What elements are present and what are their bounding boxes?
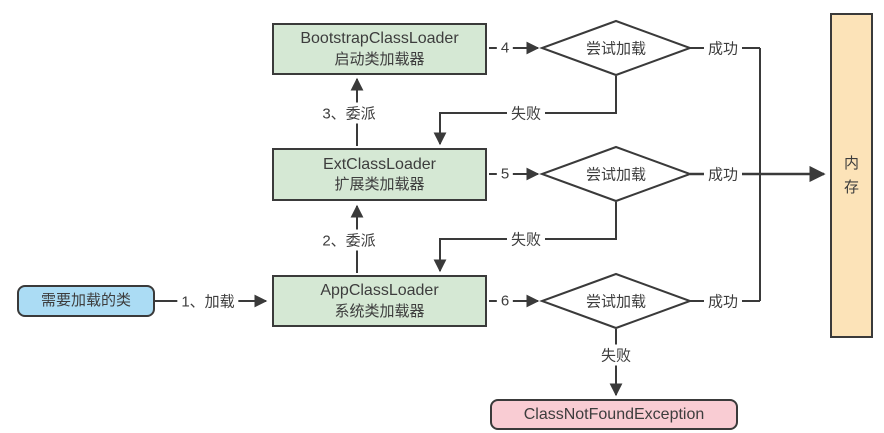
app-classloader-desc: 系统类加载器 (334, 302, 425, 320)
bootstrap-classloader-name: BootstrapClassLoader (300, 30, 459, 48)
edge-delegate-ext-label: 2、委派 (318, 229, 380, 251)
bootstrap-classloader-desc: 启动类加载器 (334, 50, 425, 68)
decision1-diamond (539, 19, 693, 77)
classnotfound-exception-node: ClassNotFoundException (490, 399, 738, 430)
memory-node: 内存 (830, 13, 873, 338)
decision3-diamond (539, 272, 693, 330)
edge-step6-label: 6 (496, 292, 514, 310)
need-class-label: 需要加载的类 (40, 291, 131, 309)
ext-classloader-name: ExtClassLoader (323, 155, 436, 173)
edge-success2-label: 成功 (703, 163, 743, 185)
edge-success3-label: 成功 (703, 290, 743, 312)
app-classloader-name: AppClassLoader (320, 282, 439, 300)
app-classloader-node: AppClassLoader 系统类加载器 (272, 275, 487, 327)
edge-delegate-bootstrap-label: 3、委派 (318, 102, 380, 124)
edge-load-label: 1、加载 (177, 290, 239, 312)
ext-classloader-desc: 扩展类加载器 (334, 176, 425, 194)
memory-label: 内存 (843, 154, 859, 196)
edge-fail3-label: 失败 (596, 344, 636, 366)
edge-fail2-label: 失败 (506, 228, 546, 250)
decision3-label: 尝试加载 (585, 293, 647, 311)
edge-step5-label: 5 (496, 165, 514, 183)
decision2-label: 尝试加载 (585, 166, 647, 184)
need-class-node: 需要加载的类 (17, 285, 155, 317)
decision2-diamond (539, 145, 693, 203)
edge-fail1-label: 失败 (506, 102, 546, 124)
edge-success1-label: 成功 (703, 37, 743, 59)
classnotfound-exception-label: ClassNotFoundException (523, 405, 705, 423)
decision1-label: 尝试加载 (585, 40, 647, 58)
ext-classloader-node: ExtClassLoader 扩展类加载器 (272, 148, 487, 201)
edge-step4-label: 4 (496, 39, 514, 57)
bootstrap-classloader-node: BootstrapClassLoader 启动类加载器 (272, 23, 487, 75)
